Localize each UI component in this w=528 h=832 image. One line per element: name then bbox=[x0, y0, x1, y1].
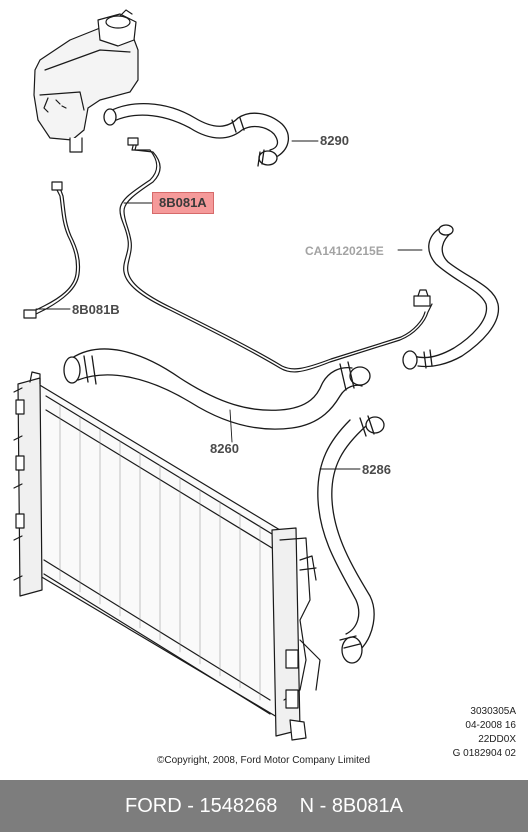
hose-8260 bbox=[63, 348, 371, 430]
metadata-line-1: 3030305A bbox=[470, 706, 516, 717]
exploded-parts-diagram bbox=[13, 9, 500, 741]
expansion-tank bbox=[33, 9, 139, 153]
footer-gap bbox=[277, 795, 299, 818]
callout-ca14120215e: CA14120215E bbox=[305, 244, 384, 258]
metadata-line-3: 22DD0X bbox=[478, 734, 516, 745]
callout-8b081b: 8B081B bbox=[72, 302, 120, 317]
metadata-line-4: G 0182904 02 bbox=[452, 748, 516, 759]
footer-brand: FORD bbox=[125, 794, 182, 817]
illustration-metadata: 3030305A 04-2008 16 22DD0X G 0182904 02 bbox=[453, 705, 516, 761]
wiring-harness-8b081b bbox=[23, 181, 81, 319]
callout-8290: 8290 bbox=[320, 133, 349, 148]
hose-8290 bbox=[103, 103, 289, 167]
callout-8260: 8260 bbox=[210, 441, 239, 456]
callout-8286: 8286 bbox=[362, 462, 391, 477]
radiator-assembly bbox=[13, 371, 321, 741]
footer-separator-2: - bbox=[314, 794, 332, 817]
footer-n-label: N bbox=[299, 794, 315, 817]
footer-n-code: 8B081A bbox=[331, 794, 403, 817]
hose-ca14120215e bbox=[402, 224, 500, 370]
metadata-line-2: 04-2008 16 bbox=[465, 720, 516, 731]
callout-8b081a-highlight: 8B081A bbox=[152, 192, 214, 214]
copyright-notice: ©Copyright, 2008, Ford Motor Company Lim… bbox=[157, 755, 371, 766]
part-footer-bar: FORD - 1548268 N - 8B081A bbox=[0, 780, 528, 832]
hose-8286 bbox=[317, 415, 385, 664]
wiring-harness-8b081a bbox=[119, 137, 433, 373]
footer-part-number: 1548268 bbox=[199, 794, 278, 817]
leader-lines bbox=[35, 140, 423, 470]
footer-separator: - bbox=[181, 794, 200, 817]
